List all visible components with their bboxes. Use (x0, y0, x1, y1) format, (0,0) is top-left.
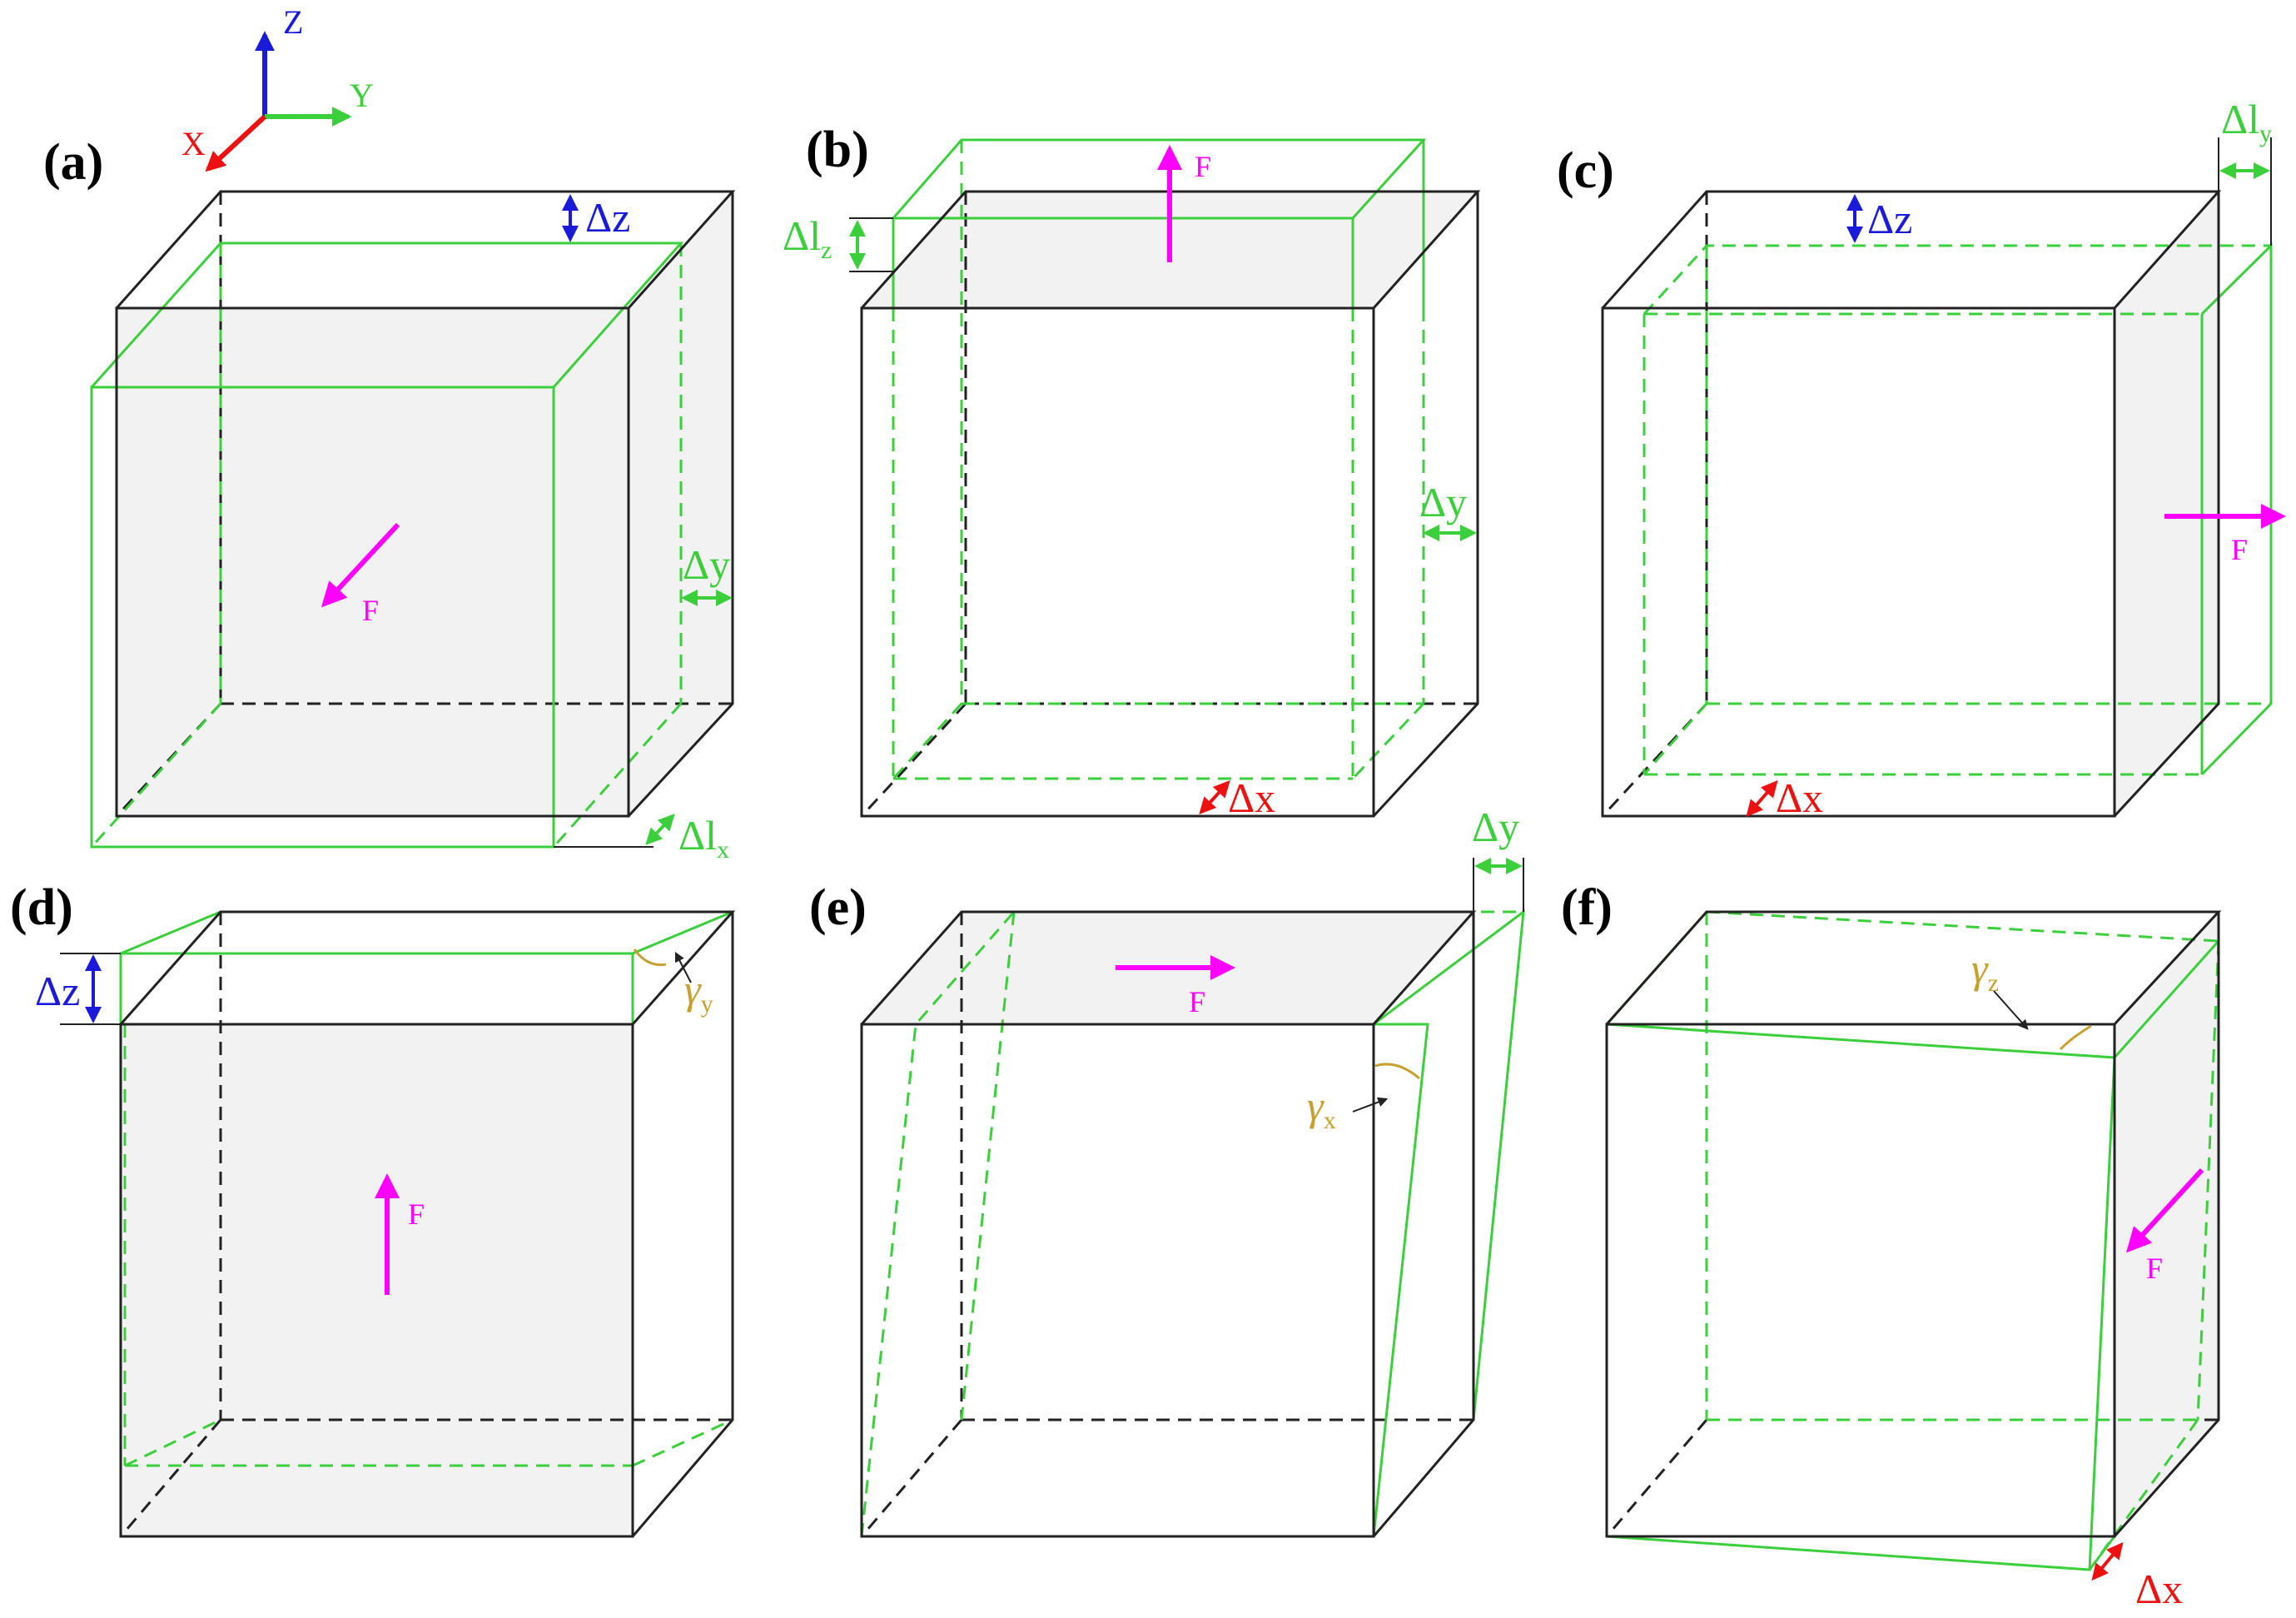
panel-b-dl-text: Δl (783, 212, 821, 259)
panel-b-hidden-edges (860, 192, 1478, 818)
panel-d-hidden-edges (119, 912, 733, 1537)
panel-f-gamma-label: γz (1971, 945, 1999, 997)
panel-b-force-label: F (1195, 150, 1211, 183)
panel-b-deformed-shape (892, 138, 1427, 780)
panel-c-force-label: F (2231, 533, 2248, 566)
panel-a-dy-label: Δy (683, 541, 730, 588)
panel-a-front-face (117, 308, 629, 816)
panel-e-gamma-pointer (1352, 1097, 1389, 1113)
panel-f-gamma-text: γ (1971, 945, 1989, 992)
panel-e-original-shape (860, 910, 1477, 1538)
panel-e-gamma-subscript: x (1324, 1107, 1336, 1134)
panel-e-gamma-label: γx (1307, 1083, 1336, 1134)
panel-a-dl-subscript: x (717, 836, 729, 864)
panel-d-force-label: F (408, 1197, 425, 1231)
x-axis-arrow (205, 114, 267, 172)
panel-c: (c) F (1557, 96, 2286, 821)
panel-c-dx-label: Δx (1776, 774, 1823, 821)
panel-a: (a) F (43, 134, 736, 864)
panel-e-hidden-edges (860, 912, 1474, 1537)
panel-f-gamma-pointer (1993, 990, 2029, 1030)
panel-f-right-face (2115, 912, 2219, 1536)
panel-b-dl-subscript: z (821, 236, 832, 264)
y-axis-label: Y (350, 77, 374, 114)
panel-a-dlx-label: Δlx (678, 812, 729, 864)
panel-b-dx-arrow (1199, 780, 1230, 814)
panel-c-dx-arrow (1746, 779, 1778, 818)
panel-f-dx-label: Δx (2135, 1566, 2183, 1612)
panel-c-dl-subscript: y (2259, 120, 2272, 147)
panel-e-gamma-text: γ (1307, 1083, 1324, 1129)
panel-c-dly-label: Δly (2221, 96, 2272, 147)
panel-b: (b) (783, 122, 1481, 821)
panel-f: (f) F (1561, 879, 2222, 1612)
panel-b-dy-label: Δy (1419, 479, 1467, 525)
panel-f-force-arrow (2125, 1167, 2204, 1253)
panel-e-force-label: F (1189, 985, 1205, 1018)
panel-d-gamma-text: γ (684, 966, 702, 1013)
panel-d: (d) F Δz (10, 879, 736, 1538)
panel-d-gamma-subscript: y (701, 990, 713, 1018)
panel-d-label: (d) (10, 879, 73, 936)
panel-d-front-face (121, 1024, 633, 1536)
panel-a-dl-text: Δl (678, 812, 717, 859)
panel-f-gamma-arc (2059, 1024, 2092, 1051)
panel-a-dz-label: Δz (585, 194, 630, 241)
panel-b-dlz-label: Δlz (783, 212, 832, 264)
panel-a-dl-arrow (645, 814, 675, 845)
panel-d-gamma-arc (633, 948, 667, 967)
panel-f-label: (f) (1561, 879, 1613, 936)
panel-f-force-label: F (2146, 1252, 2163, 1285)
panel-e: (e) F Δy (809, 804, 1525, 1538)
panel-c-dz-label: Δz (1867, 196, 1912, 242)
z-axis-label: Z (283, 3, 303, 41)
panel-c-label: (c) (1557, 142, 1614, 199)
coordinate-axes: Z Y X (181, 3, 374, 172)
panel-d-gamma-pointer (674, 951, 692, 983)
x-axis-label: X (181, 125, 206, 162)
panel-c-right-face (2115, 192, 2219, 816)
panel-f-original-shape (1605, 910, 2222, 1538)
panel-c-original-shape (1601, 190, 2222, 818)
panel-d-dz-label: Δz (35, 968, 80, 1014)
panel-b-label: (b) (806, 122, 869, 178)
panel-b-original-shape (860, 190, 1481, 818)
panel-a-label: (a) (43, 134, 103, 191)
panel-f-dx-arrow (2091, 1541, 2124, 1581)
panel-d-gamma-label: γy (684, 966, 713, 1018)
panel-e-dy-label: Δy (1472, 804, 1519, 850)
panel-f-gamma-subscript: z (1988, 969, 1999, 997)
panel-e-gamma-arc (1374, 1063, 1420, 1080)
panel-a-force-arrow (321, 522, 400, 608)
panel-c-dl-text: Δl (2221, 96, 2259, 142)
panel-e-label: (e) (809, 879, 867, 936)
panel-c-deformed-shape (1642, 242, 2273, 776)
panel-b-dx-label: Δx (1228, 774, 1275, 821)
panel-a-force-label: F (362, 594, 379, 627)
panel-a-original-shape (115, 190, 736, 818)
